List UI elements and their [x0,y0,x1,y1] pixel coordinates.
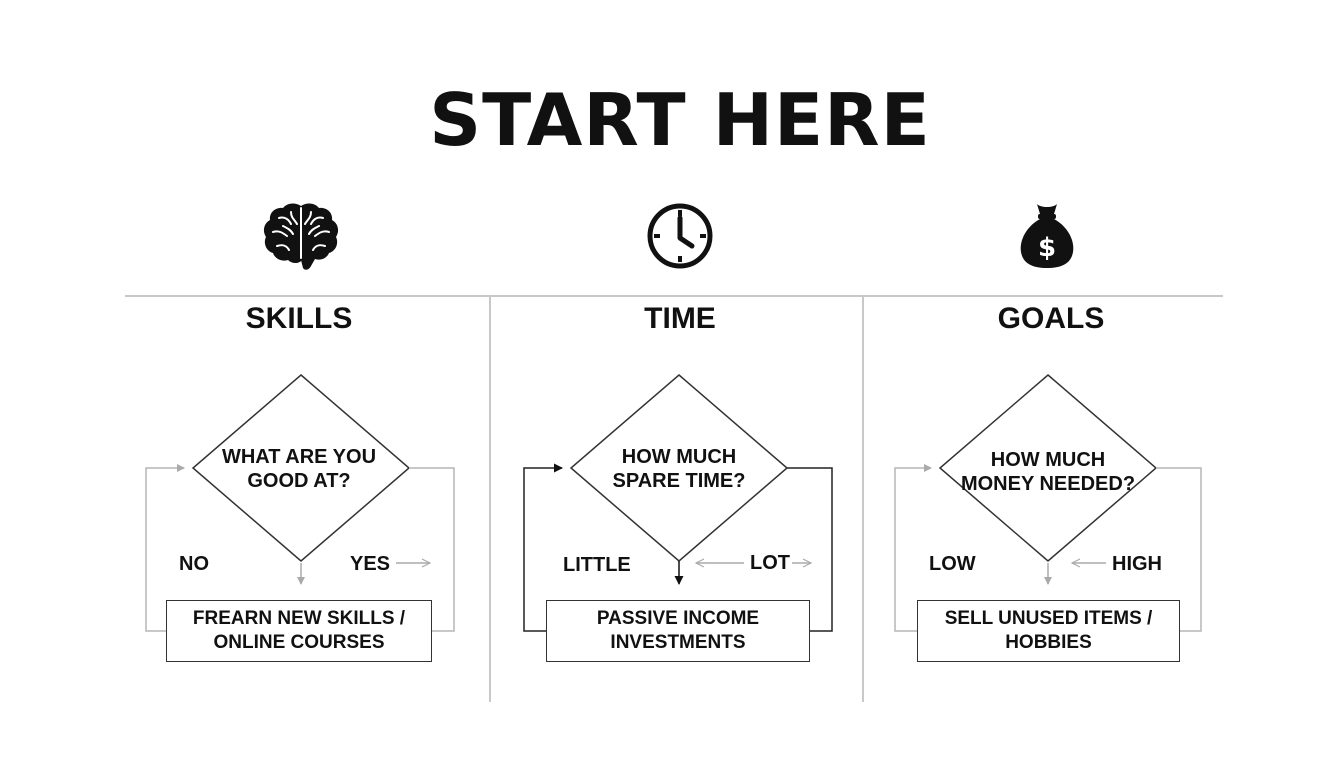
result-box-goals: SELL UNUSED ITEMS / HOBBIES [917,600,1180,662]
dollar-sign-icon: $ [1038,233,1056,263]
label-no: NO [179,553,209,575]
label-high: HIGH [1112,553,1162,575]
decision-diamond-skills [191,374,411,562]
heading-time: TIME [644,302,716,335]
loop-line-right-time [787,467,833,632]
brain-icon [263,203,339,270]
result-goals-line2: HOBBIES [1005,632,1092,653]
result-box-skills: FREARN NEW SKILLS / ONLINE COURSES [166,600,432,662]
loop-line-right-skills [409,467,455,632]
label-little: LITTLE [563,554,631,576]
loop-line-right-goals [1156,467,1202,632]
result-time-line1: PASSIVE INCOME [596,608,760,629]
result-skills-line1: FREARN NEW SKILLS / [192,608,406,629]
question-time: HOW MUCH SPARE TIME? [579,445,779,493]
decision-diamond-goals [938,374,1158,562]
heading-goals: GOALS [997,302,1105,335]
question-time-line1: HOW MUCH [621,446,737,468]
label-low: LOW [929,553,976,575]
question-skills-line2: GOOD AT? [247,470,351,492]
result-skills-line2: ONLINE COURSES [213,632,385,653]
question-time-line2: SPARE TIME? [612,470,746,492]
result-goals-line1: SELL UNUSED ITEMS / [944,608,1153,629]
loop-line-left-goals [894,464,932,632]
question-skills: WHAT ARE YOU GOOD AT? [199,445,399,493]
question-goals: HOW MUCH MONEY NEEDED? [948,448,1148,496]
clock-icon [647,203,713,269]
result-box-time: PASSIVE INCOME INVESTMENTS [546,600,810,662]
question-goals-line1: HOW MUCH [990,449,1106,471]
loop-line-left-time [523,463,563,632]
page-title: START HERE [429,78,931,162]
question-goals-line2: MONEY NEEDED? [960,473,1136,495]
money-bag-icon: $ [1020,204,1074,268]
label-yes: YES [350,553,391,575]
label-lot: LOT [750,552,790,574]
loop-line-left-skills [145,464,185,632]
heading-skills: SKILLS [245,302,353,335]
result-time-line2: INVESTMENTS [610,632,746,653]
question-skills-line1: WHAT ARE YOU [221,446,377,468]
